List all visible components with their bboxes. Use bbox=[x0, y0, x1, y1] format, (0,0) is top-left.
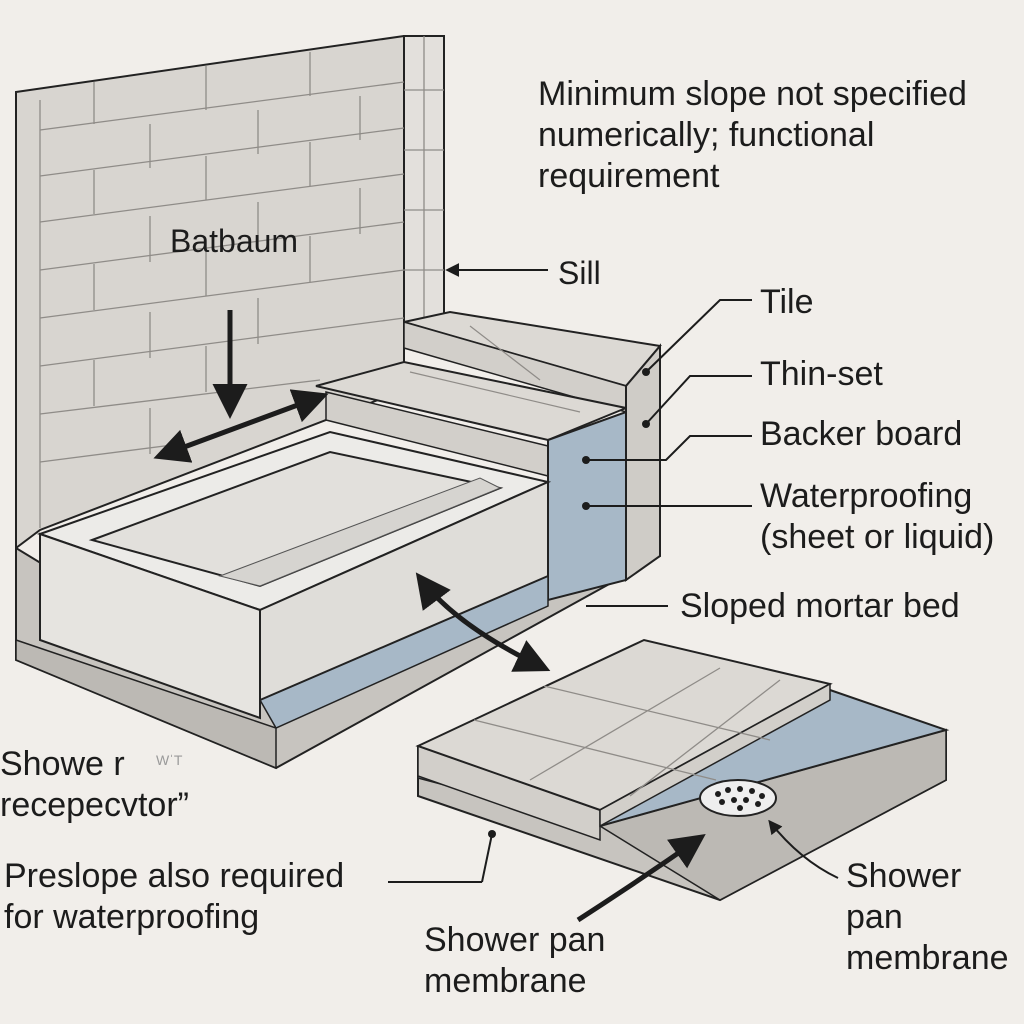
label-shower-pan-membrane-right: Shower pan membrane bbox=[846, 857, 1009, 977]
faint-mark: WˈT bbox=[156, 752, 183, 768]
label-tile: Tile bbox=[760, 283, 814, 321]
label-batbaum: Batbaum bbox=[170, 223, 299, 259]
leader-dots bbox=[488, 368, 650, 838]
label-thin-set: Thin-set bbox=[760, 355, 883, 393]
back-wall bbox=[15, 35, 445, 550]
leader-lines bbox=[388, 263, 839, 883]
dimension-arrows bbox=[153, 310, 706, 923]
drain-icon bbox=[699, 779, 777, 817]
label-sill: Sill bbox=[558, 255, 601, 291]
label-shower-pan-membrane-left: Shower pan membrane bbox=[424, 921, 606, 1000]
label-shower-receptor: Showe r recepecvtor” bbox=[0, 745, 189, 824]
label-backer-board: Backer board bbox=[760, 415, 963, 453]
label-sloped-mortar-bed: Sloped mortar bed bbox=[680, 587, 960, 625]
tiled-step bbox=[315, 310, 662, 477]
label-waterproofing: Waterproofing (sheet or liquid) bbox=[760, 477, 995, 556]
bathtub bbox=[36, 430, 552, 720]
slope-note: Minimum slope not specified numerically;… bbox=[538, 75, 967, 195]
label-preslope: Preslope also required for waterproofing bbox=[4, 857, 345, 936]
